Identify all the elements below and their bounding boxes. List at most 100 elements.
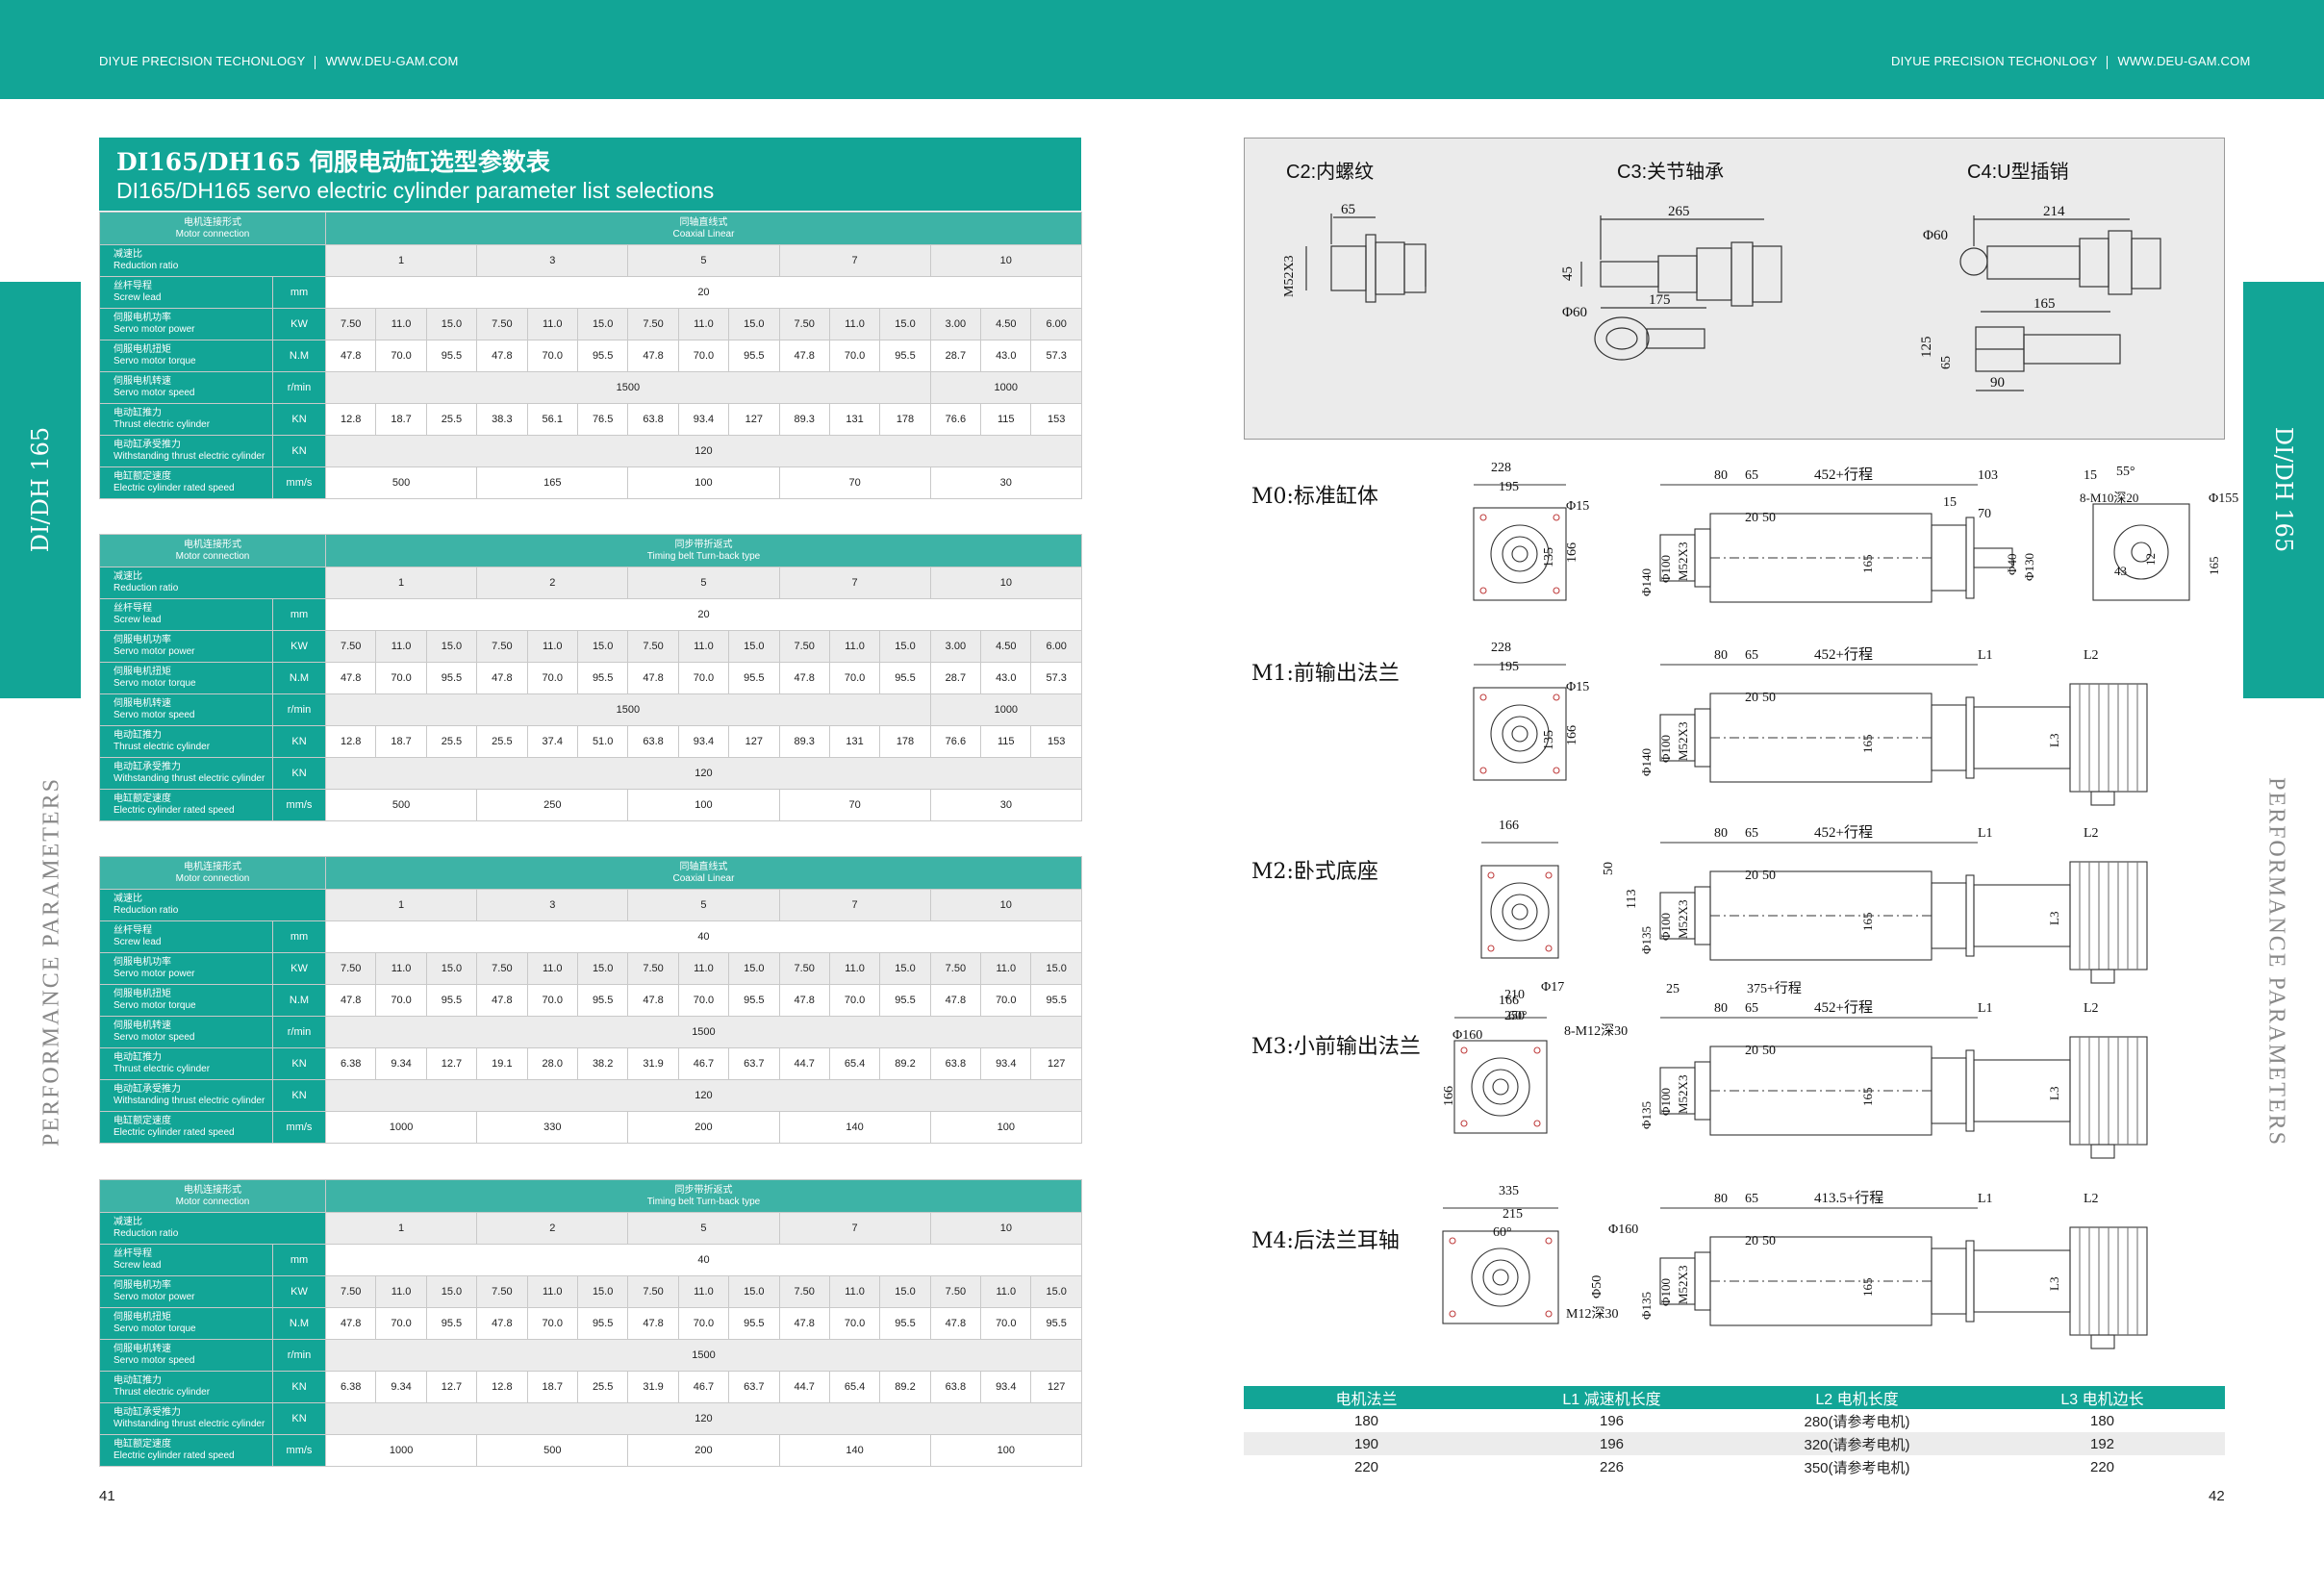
company-name: DIYUE PRECISION TECHONLOGY	[99, 54, 306, 68]
dimension-label: 135	[1542, 547, 1556, 567]
unit-cell: KN	[272, 1047, 326, 1080]
table-cell: 70.0	[375, 662, 427, 694]
table-cell: 76.6	[929, 725, 982, 758]
table-cell: 1	[324, 889, 478, 921]
table-cell: 7.50	[627, 630, 679, 663]
table-cell: 25.5	[576, 1371, 629, 1403]
table-cell: 47.8	[778, 1307, 830, 1340]
dimension-label: L2	[2084, 648, 2099, 663]
m1-label: M1:前输出法兰	[1251, 662, 1400, 686]
table-cell: 4.50	[980, 630, 1032, 663]
table-cell: 12.7	[425, 1371, 478, 1403]
table-cell: 89.3	[778, 725, 830, 758]
table-cell: 65.4	[828, 1371, 881, 1403]
dimension-label: 65	[1745, 468, 1758, 483]
table-cell: 15.0	[425, 952, 478, 985]
table-cell: 15.0	[728, 952, 780, 985]
table-cell: 7.50	[476, 630, 528, 663]
dimension-label: 65	[1745, 1192, 1758, 1206]
table-cell: 30	[929, 789, 1082, 821]
table-cell: 20	[325, 598, 1082, 631]
unit-cell: N.M	[272, 1307, 326, 1340]
dimension-label: 250	[1504, 1009, 1525, 1023]
table-cell: 7.50	[476, 308, 528, 340]
c4-label: C4:U型插销	[1967, 162, 2069, 183]
c4-dim-length: 214	[2043, 204, 2065, 219]
dimension-label: 80	[1714, 826, 1728, 841]
table-cell: 131	[828, 403, 881, 436]
table-cell: 18.7	[375, 725, 427, 758]
unit-cell: mm/s	[272, 1111, 326, 1144]
table-cell: 70.0	[828, 1307, 881, 1340]
table-cell: 140	[778, 1111, 931, 1144]
table-cell: 57.3	[1030, 340, 1082, 372]
table-cell: 3	[476, 889, 629, 921]
dimension-label: 165	[1860, 1088, 1875, 1107]
table-cell: 70.0	[828, 340, 881, 372]
dimension-label: 166	[1565, 725, 1579, 745]
dimension-label: 20	[1745, 511, 1758, 525]
unit-cell: KW	[272, 630, 326, 663]
c2-drawing: 65 M52X3	[1282, 202, 1427, 303]
table-cell: 3	[476, 244, 629, 277]
table-cell: 7	[778, 244, 931, 277]
dimension-label: 452+行程	[1814, 646, 1873, 663]
table-cell: 47.8	[627, 984, 679, 1017]
table-cell: 11.0	[526, 630, 578, 663]
company-url[interactable]: WWW.DEU-GAM.COM	[2117, 54, 2251, 68]
table-cell: 2	[476, 1212, 629, 1245]
c4-dim-pin: 90	[1990, 375, 2005, 391]
table-cell: 70.0	[980, 1307, 1032, 1340]
dimension-label: Φ100	[1658, 555, 1673, 583]
table-cell: 1500	[325, 1339, 1082, 1372]
table-cell: 127	[1030, 1371, 1082, 1403]
table-cell: 63.7	[728, 1047, 780, 1080]
table-cell: 95.5	[728, 1307, 780, 1340]
unit-cell: mm	[272, 276, 326, 309]
table-cell: 120	[325, 1079, 1082, 1112]
c3-label: C3:关节轴承	[1617, 162, 1725, 183]
table-cell: 12.8	[324, 725, 377, 758]
unit-cell: KN	[272, 1371, 326, 1403]
dimension-label: 50	[1762, 511, 1776, 525]
table-cell: 47.8	[778, 340, 830, 372]
table-cell: 51.0	[576, 725, 629, 758]
table-cell: 95.5	[576, 1307, 629, 1340]
table-cell: 25.5	[476, 725, 528, 758]
table-cell: 15.0	[879, 630, 931, 663]
table-cell: 40	[325, 1244, 1082, 1276]
table-cell: 165	[476, 466, 629, 499]
dimension-label: Φ160	[1608, 1223, 1638, 1237]
table-cell: 12.8	[476, 1371, 528, 1403]
dimension-label: 8-M10深20	[2080, 491, 2138, 505]
dimension-label: L1	[1978, 648, 1993, 663]
table-cell: 180	[1353, 1412, 1379, 1429]
table-cell: 70.0	[677, 662, 730, 694]
company-url[interactable]: WWW.DEU-GAM.COM	[325, 54, 459, 68]
table-cell: 70.0	[375, 1307, 427, 1340]
table-cell: 6.38	[324, 1371, 377, 1403]
dimension-label: 70	[1978, 507, 1991, 521]
table-cell: 30	[929, 466, 1082, 499]
table-cell: 5	[627, 567, 780, 599]
dimension-label: L3	[2047, 1277, 2061, 1291]
page-title-en: DI165/DH165 servo electric cylinder para…	[116, 178, 715, 203]
table-cell: 7.50	[627, 952, 679, 985]
table-cell: 47.8	[324, 1307, 377, 1340]
table-cell: 95.5	[425, 1307, 478, 1340]
table-cell: 43.0	[980, 662, 1032, 694]
table-cell: 47.8	[476, 1307, 528, 1340]
